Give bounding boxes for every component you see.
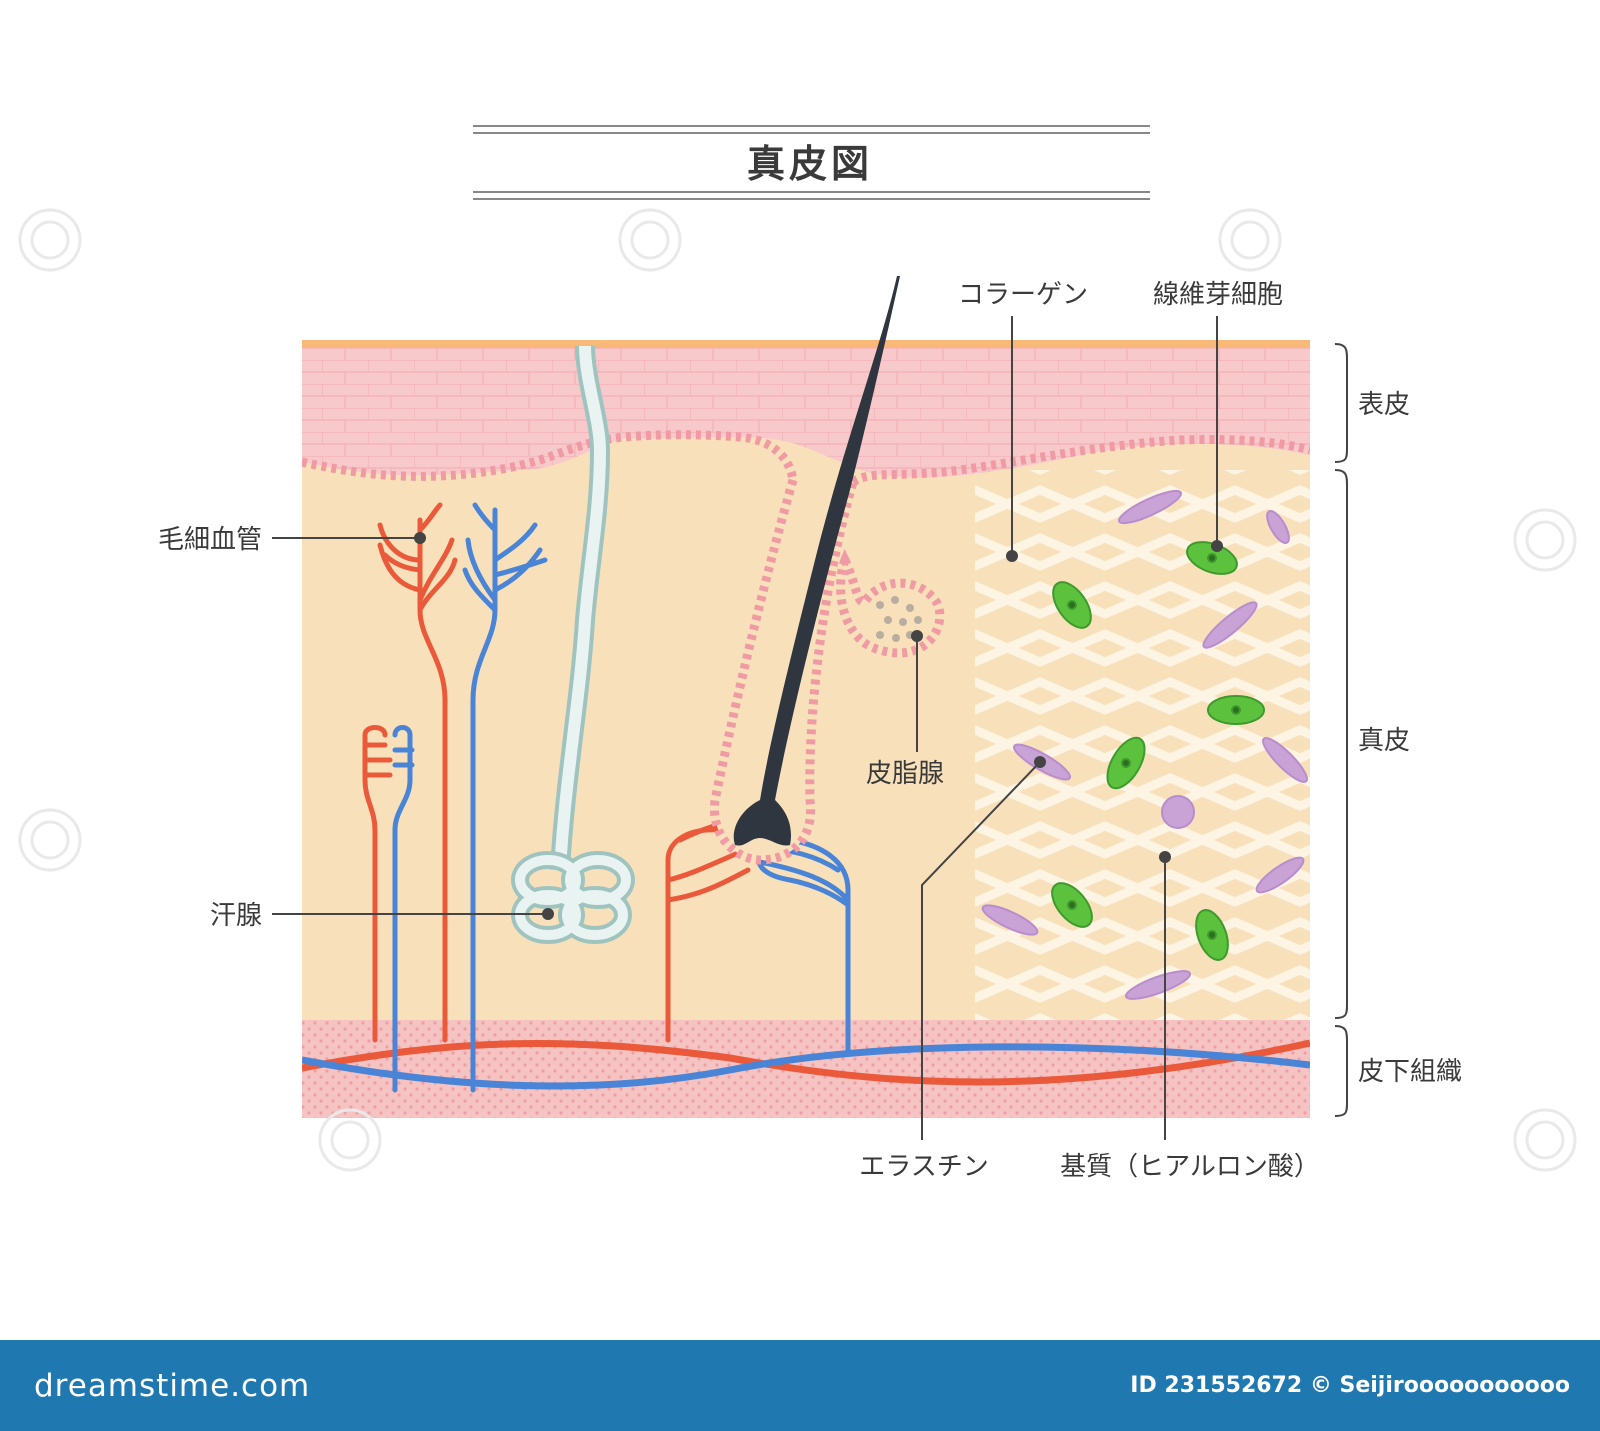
sebaceous-gland: [836, 549, 945, 658]
layer-brackets: [1334, 343, 1348, 1117]
capillary-cluster: [377, 502, 548, 1093]
label-epidermis: 表皮: [1358, 390, 1410, 420]
sweat-gland: [511, 345, 635, 944]
watermark-spiral-icon: [18, 208, 1577, 1172]
subcutaneous-artery: [302, 1039, 1310, 1086]
small-capillary-loop: [362, 725, 415, 1093]
epidermis-layer: [302, 346, 1310, 478]
label-fibroblast: 線維芽細胞: [1153, 280, 1283, 310]
label-subcutaneous: 皮下組織: [1358, 1057, 1462, 1087]
dermis-diagram: 真皮図: [18, 125, 1577, 1182]
footer-credit: ID 231552672 © Seijirooooooooooo: [1130, 1373, 1570, 1398]
fibroblast-cells: [1051, 541, 1265, 961]
title-block: 真皮図: [473, 125, 1150, 200]
follicle-capillaries: [665, 819, 851, 1053]
label-dermis: 真皮: [1358, 726, 1410, 756]
label-matrix: 基質（ヒアルロン酸）: [1060, 1152, 1320, 1182]
fibroblast-callout: 線維芽細胞: [1153, 280, 1283, 552]
footer-logo[interactable]: dreamstime.com: [34, 1367, 311, 1404]
basal-layer: [302, 430, 1310, 486]
label-collagen: コラーゲン: [958, 280, 1088, 310]
matrix-callout: 基質（ヒアルロン酸）: [1060, 851, 1320, 1182]
sweat-gland-callout: 汗腺: [210, 901, 554, 931]
label-sebaceous-gland: 皮脂腺: [866, 759, 944, 789]
elastin-callout: エラスチン: [859, 756, 1046, 1182]
stratum-corneum: [302, 340, 1310, 348]
hair-shaft: [733, 276, 900, 846]
footer-bar: dreamstime.com ID 231552672 © Seijiroooo…: [0, 1340, 1600, 1431]
subcutaneous-vein: [302, 1043, 1310, 1090]
sebaceous-callout: 皮脂腺: [866, 630, 944, 789]
collagen-callout: コラーゲン: [958, 280, 1088, 562]
label-capillary: 毛細血管: [158, 525, 262, 555]
label-elastin: エラスチン: [859, 1152, 988, 1182]
capillary-callout: 毛細血管: [158, 525, 426, 555]
label-sweat-gland: 汗腺: [210, 901, 262, 931]
page-title: 真皮図: [747, 142, 873, 186]
